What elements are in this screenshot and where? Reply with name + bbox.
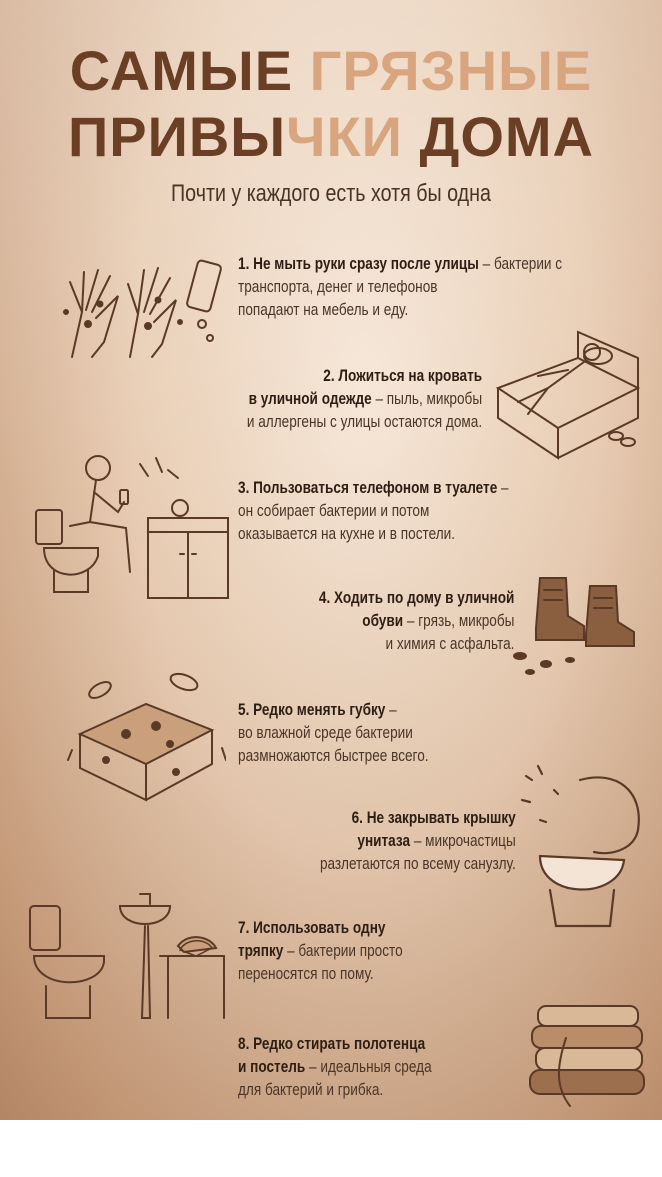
habit-item-8: 8. Редко стирать полотенца и постель – и… [238,1032,432,1101]
habit-title: унитаза [357,831,411,850]
habit-title: Редко стирать полотенца [253,1034,426,1053]
title-word-highlight: ГРЯЗНЫЕ [309,39,593,102]
habit-item-2: 2. Ложиться на кровать в уличной одежде … [247,364,482,433]
habit-title: и постель [238,1057,306,1076]
habit-number: 6. [351,808,364,827]
habit-number: 4. [318,588,330,607]
muddy-boots-icon [500,568,640,678]
habit-item-3: 3. Пользоваться телефоном в туалете – он… [238,476,509,545]
habit-text: – микрочастицы [410,831,516,850]
habit-number: 1. [238,254,250,273]
habit-text: для бактерий и грибка. [238,1080,384,1099]
toilet-phone-person-icon [30,452,230,602]
habit-item-1: 1. Не мыть руки сразу после улицы – бакт… [238,252,577,321]
habit-item-7: 7. Использовать одну тряпку – бактерии п… [238,916,403,985]
habit-text: и химия с асфальта. [385,634,514,653]
title-line-2: ПРИВЫЧКИ ДОМА [0,106,662,168]
background-glow [0,0,662,1120]
habit-title: тряпку [238,941,284,960]
habit-number: 2. [323,366,335,385]
habit-title: Не закрывать крышку [366,808,516,827]
dirty-sponge-icon [66,660,226,810]
title-word: ДОМА [402,105,594,168]
habit-text: оказывается на кухне и в постели. [238,524,456,543]
subtitle: Почти у каждого есть хотя бы одна [171,180,491,207]
habit-item-6: 6. Не закрывать крышку унитаза – микроча… [320,806,516,875]
rag-icon [176,930,216,960]
habit-text: – грязь, микробы [402,611,514,630]
habit-title: Ходить по дому в уличной [333,588,514,607]
habit-text: – [385,700,397,719]
habit-item-5: 5. Редко менять губку – во влажной среде… [238,698,429,767]
toilet-sink-icon [24,886,234,1026]
habit-text: – бактерии с транспорта, денег и телефон… [238,254,563,296]
habit-text: во влажной среде бактерии [238,723,413,742]
habit-text: размножаются быстрее всего. [238,746,429,765]
habit-text: он собирает бактерии и потом [238,501,430,520]
habit-text: разлетаются по всему санузлу. [320,854,516,873]
towels-stack-icon [526,988,658,1108]
habit-title: в уличной одежде [248,389,372,408]
habit-title: обуви [361,611,403,630]
habit-text: попадают на мебель и еду. [238,300,409,319]
infographic-poster: САМЫЕ ГРЯЗНЫЕ ПРИВЫЧКИ ДОМА Почти у кажд… [0,0,662,1120]
habit-text: – [497,478,509,497]
habit-text: переносятся по пому. [238,964,374,983]
habit-text: – пыль, микробы [371,389,482,408]
habit-number: 7. [238,918,250,937]
habit-number: 5. [238,700,250,719]
habit-number: 8. [238,1034,250,1053]
title-word: САМЫЕ [69,39,310,102]
habit-title: Редко менять губку [253,700,386,719]
habit-title: Ложиться на кровать [338,366,482,385]
dirty-hands-icon [52,252,232,362]
habit-number: 3. [238,478,250,497]
habit-title: Использовать одну [253,918,386,937]
habit-item-4: 4. Ходить по дому в уличной обуви – гряз… [318,586,514,655]
open-toilet-icon [520,760,650,930]
habit-text: – идеальныя среда [305,1057,432,1076]
bed-person-icon [488,318,648,468]
habit-text: и аллергены с улицы остаются дома. [246,412,482,431]
habit-text: – бактерии просто [283,941,403,960]
habit-title: Не мыть руки сразу после улицы [253,254,479,273]
title-word: ПРИВЫ [67,105,287,168]
title-line-1: САМЫЕ ГРЯЗНЫЕ [0,40,662,102]
title-word-highlight: ЧКИ [286,105,403,168]
habit-title: Пользоваться телефоном в туалете [253,478,498,497]
